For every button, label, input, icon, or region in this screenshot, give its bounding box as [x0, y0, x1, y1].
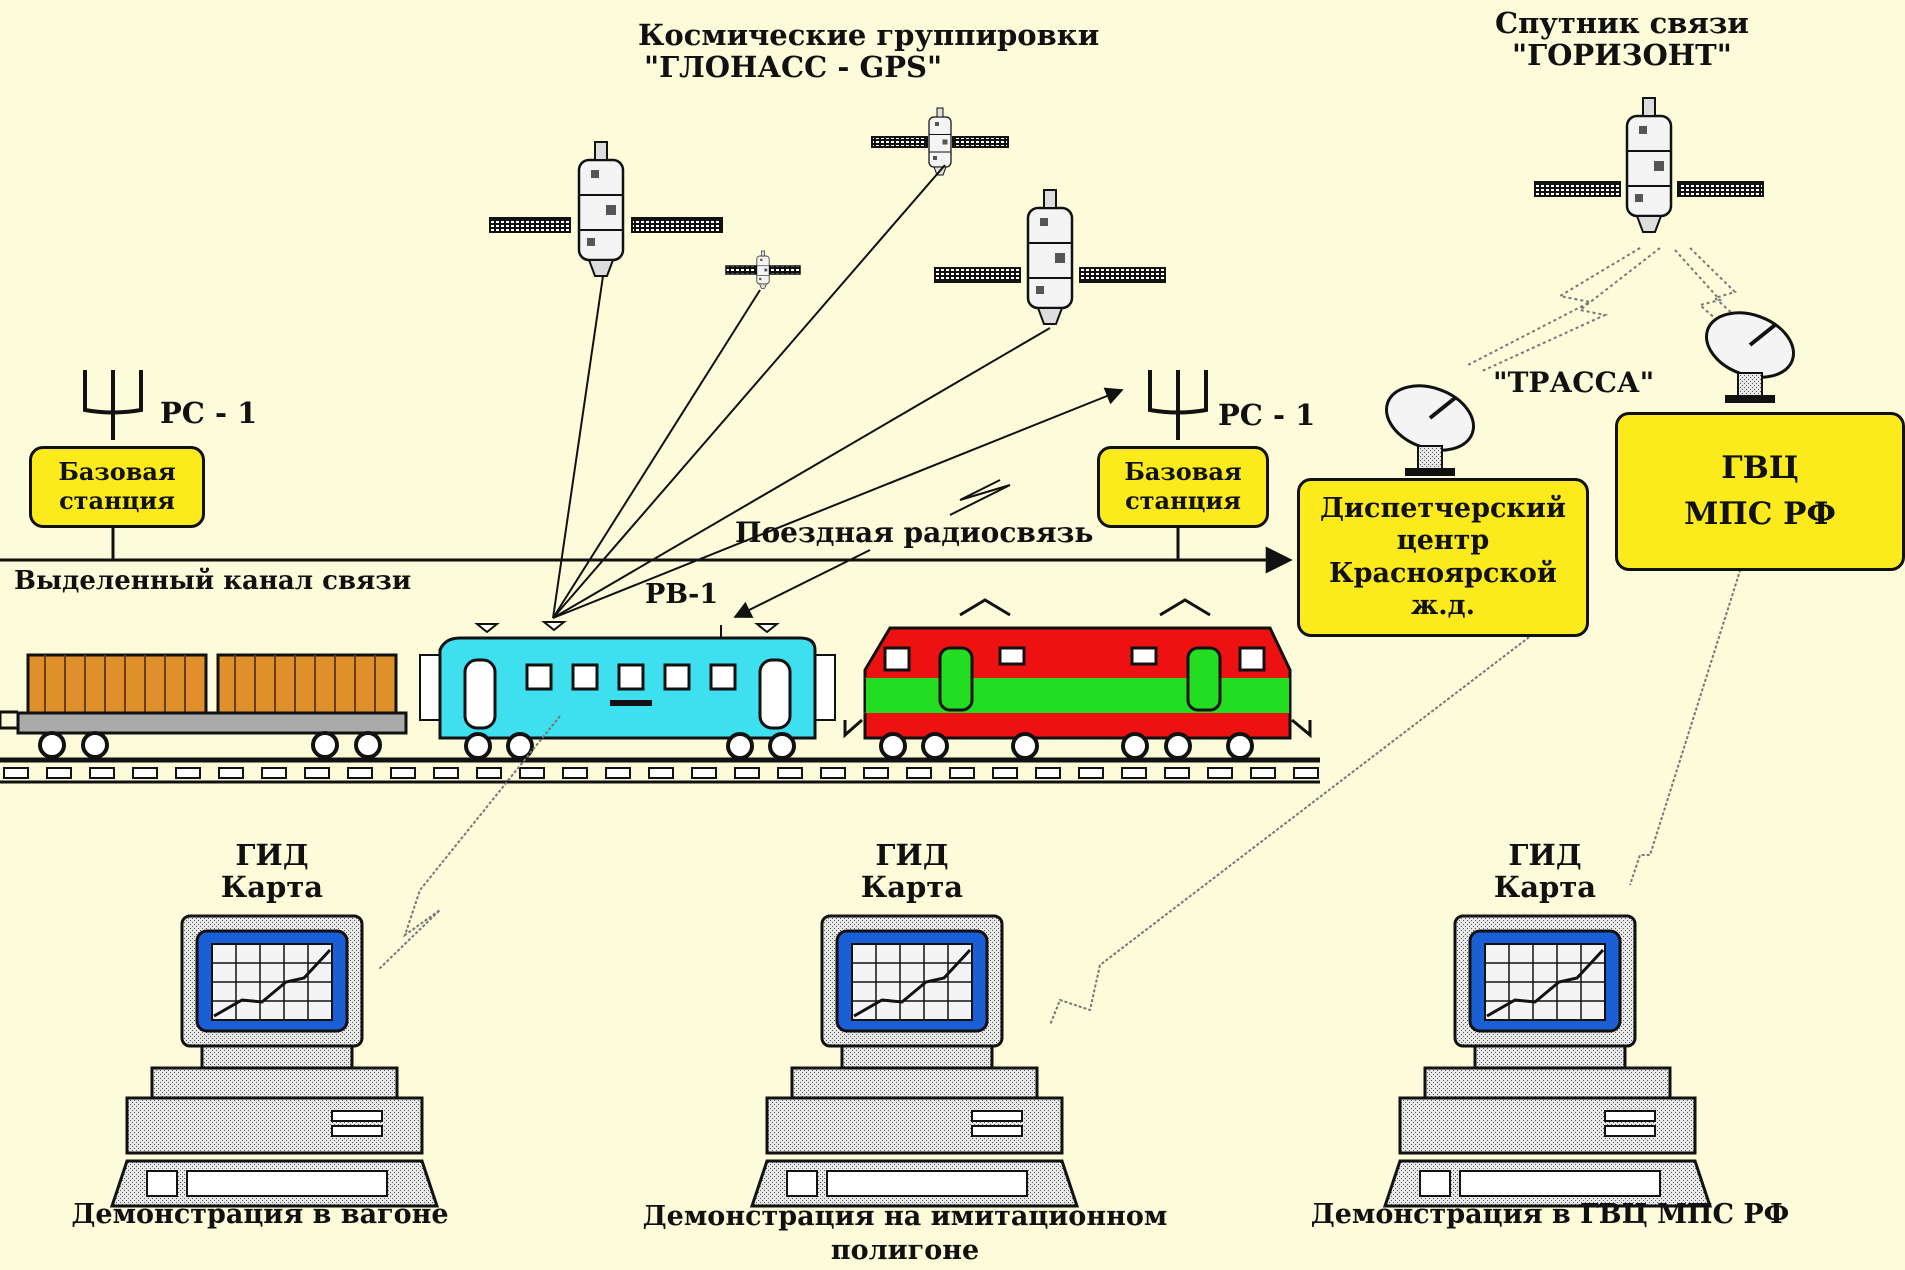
- rail-sleeper: [1208, 768, 1232, 778]
- computer-3-title-line1: ГИД: [1485, 840, 1605, 872]
- rail-sleeper: [1079, 768, 1103, 778]
- rail-sleeper: [1251, 768, 1275, 778]
- dedicated-channel-label: Выделенный канал связи: [14, 567, 411, 596]
- rail-sleeper: [950, 768, 974, 778]
- rv1-label: РВ-1: [645, 580, 718, 610]
- rail-sleeper: [692, 768, 716, 778]
- antenna-tower-left: [85, 370, 141, 440]
- computer-1-title-line1: ГИД: [212, 840, 332, 872]
- computer-2-title-line2: Карта: [852, 872, 972, 904]
- rail-sleeper: [1165, 768, 1189, 778]
- rail-sleeper: [219, 768, 243, 778]
- caption-gvc: Демонстрация в ГВЦ МПС РФ: [1280, 1200, 1820, 1230]
- rail-sleeper: [864, 768, 888, 778]
- rail-sleeper: [133, 768, 157, 778]
- satellite-dish-gvc: [1697, 301, 1802, 403]
- rail-sleeper: [907, 768, 931, 778]
- rail-sleeper: [434, 768, 458, 778]
- rail-sleeper: [47, 768, 71, 778]
- glonass-title-line2: "ГЛОНАСС - GPS": [638, 52, 1099, 84]
- horizont-satellite: [1535, 98, 1763, 232]
- rail-sleeper: [1036, 768, 1060, 778]
- rail-sleepers: [4, 768, 1318, 778]
- rs1-right-label: РС - 1: [1218, 400, 1315, 432]
- gvc-box: ГВЦ МПС РФ: [1615, 412, 1905, 571]
- glonass-satellite-3: [726, 251, 800, 289]
- glonass-title-line1: Космические группировки: [638, 20, 1099, 52]
- dispatch-line2: центр: [1397, 525, 1490, 557]
- rail-sleeper: [1294, 768, 1318, 778]
- radio-zigzag: [950, 480, 1010, 515]
- rail-sleeper: [735, 768, 759, 778]
- glonass-satellite-1: [490, 142, 722, 276]
- computer-gvc: [1385, 916, 1710, 1206]
- rail-sleeper: [649, 768, 673, 778]
- rail-sleeper: [176, 768, 200, 778]
- rail-sleeper: [477, 768, 501, 778]
- trassa-label: "ТРАССА": [1493, 368, 1654, 399]
- horizont-title-line1: Спутник связи: [1495, 8, 1749, 40]
- caption-gvc-line1: Демонстрация в ГВЦ МПС РФ: [1280, 1200, 1820, 1230]
- rail-sleeper: [90, 768, 114, 778]
- rail-sleeper: [778, 768, 802, 778]
- base-station-left-line2: станция: [59, 487, 175, 516]
- rs1-left-label: РС - 1: [160, 398, 257, 430]
- rail-sleeper: [606, 768, 630, 778]
- rail-sleeper: [520, 768, 544, 778]
- gvc-line1: ГВЦ: [1721, 450, 1799, 487]
- train-radio-label: Поездная радиосвязь: [735, 518, 1093, 549]
- laboratory-wagon: [420, 622, 835, 758]
- computer-polygon: [752, 916, 1077, 1206]
- dispatch-line3: Красноярской: [1329, 558, 1557, 590]
- rail-sleeper: [821, 768, 845, 778]
- computer-2-title: ГИД Карта: [852, 840, 972, 904]
- computer-1-title: ГИД Карта: [212, 840, 332, 904]
- gvc-line2: МПС РФ: [1684, 496, 1836, 533]
- caption-wagon-line1: Демонстрация в вагоне: [40, 1200, 480, 1230]
- computer-2-title-line1: ГИД: [852, 840, 972, 872]
- glonass-satellite-2: [872, 108, 1008, 175]
- rail-sleeper: [348, 768, 372, 778]
- computer-3-title-line2: Карта: [1485, 872, 1605, 904]
- caption-polygon-line2: полигоне: [600, 1234, 1210, 1268]
- dispatch-center-box: Диспетчерский центр Красноярской ж.д.: [1297, 478, 1589, 637]
- rail-sleeper: [305, 768, 329, 778]
- rail-sleeper: [4, 768, 28, 778]
- base-station-right: Базовая станция: [1097, 446, 1269, 528]
- base-station-right-line1: Базовая: [1124, 458, 1241, 487]
- caption-polygon-line1: Демонстрация на имитационном: [600, 1200, 1210, 1234]
- glonass-title: Космические группировки "ГЛОНАСС - GPS": [638, 20, 1099, 84]
- horizont-title-line2: "ГОРИЗОНТ": [1495, 40, 1749, 72]
- base-station-left: Базовая станция: [29, 446, 205, 528]
- base-station-left-line1: Базовая: [58, 458, 175, 487]
- glonass-satellite-4: [935, 190, 1165, 324]
- electric-locomotive: [845, 600, 1310, 758]
- caption-polygon: Демонстрация на имитационном полигоне: [600, 1200, 1210, 1268]
- dispatch-line1: Диспетчерский: [1320, 493, 1566, 525]
- freight-car: [0, 655, 406, 757]
- rail-sleeper: [1122, 768, 1146, 778]
- dispatch-line4: ж.д.: [1411, 590, 1475, 622]
- caption-wagon: Демонстрация в вагоне: [40, 1200, 480, 1230]
- rail-sleeper: [391, 768, 415, 778]
- horizont-title: Спутник связи "ГОРИЗОНТ": [1495, 8, 1749, 72]
- rail-sleeper: [563, 768, 587, 778]
- antenna-tower-right: [1150, 370, 1206, 440]
- satellite-dish-dispatch: [1377, 374, 1482, 476]
- computer-1-title-line2: Карта: [212, 872, 332, 904]
- rail-sleeper: [262, 768, 286, 778]
- computer-3-title: ГИД Карта: [1485, 840, 1605, 904]
- base-station-right-line2: станция: [1125, 487, 1241, 516]
- rail-sleeper: [993, 768, 1017, 778]
